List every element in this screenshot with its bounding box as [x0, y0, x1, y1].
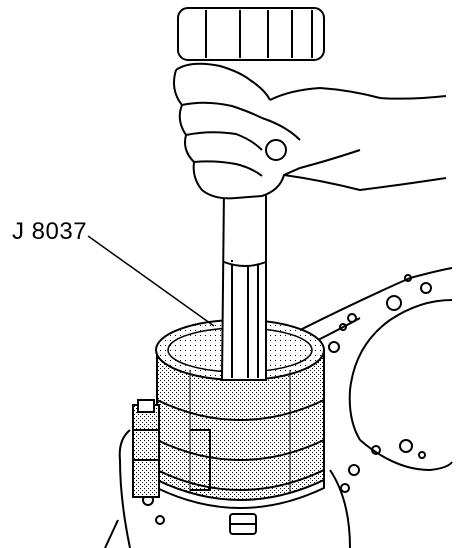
hammer-head	[177, 7, 325, 61]
hammer-handle	[220, 189, 267, 381]
tool-callout-label: J 8037	[12, 218, 88, 245]
piston	[229, 513, 257, 535]
deck-bolt-holes	[142, 274, 432, 525]
callout-leader-line	[87, 235, 215, 327]
ring-compressor-tool	[155, 319, 325, 509]
engine-block	[104, 267, 453, 548]
hand	[173, 62, 447, 200]
tightening-latch	[132, 399, 211, 498]
